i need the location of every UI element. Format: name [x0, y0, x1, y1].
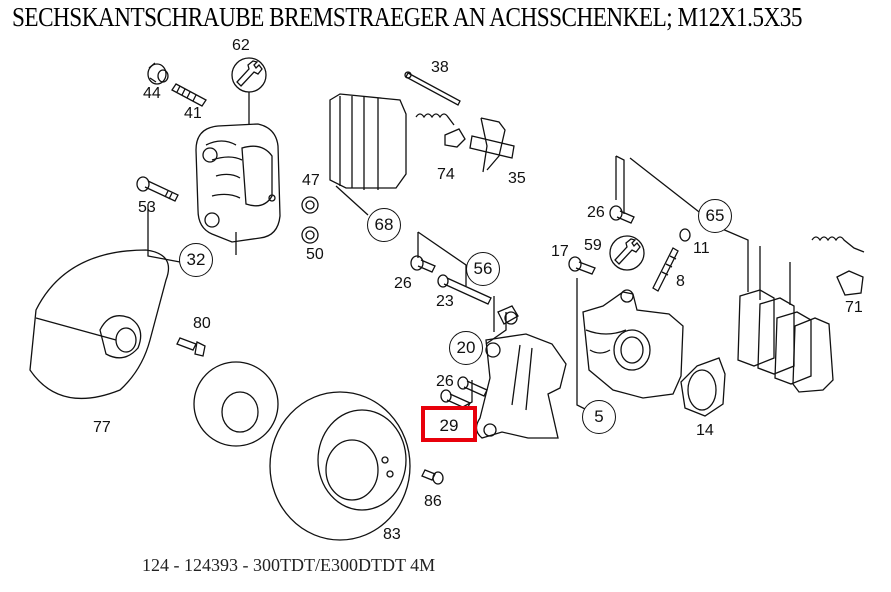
part-label-59: 59	[584, 237, 602, 254]
wrench-icon	[614, 238, 641, 265]
part-47-washer	[301, 196, 319, 214]
highlighted-part-29[interactable]: 29	[421, 406, 477, 442]
part-11-cap	[679, 228, 691, 242]
part-41-bleeder	[171, 83, 207, 107]
part-38-pin	[404, 71, 461, 106]
part-86-screw	[421, 469, 436, 481]
part-hub	[193, 361, 279, 447]
part-label-62: 62	[232, 37, 250, 54]
part-label-23: 23	[436, 293, 454, 310]
part-71-spring	[811, 236, 865, 296]
part-53-bolt	[136, 176, 181, 263]
part-label-83: 83	[383, 526, 401, 543]
part-label-77: 77	[93, 419, 111, 436]
part-label-68: 68	[367, 208, 401, 242]
part-caliper-left	[195, 123, 281, 255]
part-35-spring	[469, 117, 515, 173]
part-label-53: 53	[138, 199, 156, 216]
part-14-shield	[680, 357, 726, 417]
part-title: SECHSKANTSCHRAUBE BREMSTRAEGER AN ACHSSC…	[12, 2, 802, 32]
part-77-dust-shield	[29, 249, 170, 400]
part-17-bolt	[568, 256, 582, 272]
part-label-17: 17	[551, 243, 569, 260]
part-83-brake-disc	[269, 391, 411, 541]
part-label-20: 20	[449, 331, 483, 365]
part-label-86: 86	[424, 493, 442, 510]
part-label-74: 74	[437, 166, 455, 183]
part-label-56: 56	[466, 252, 500, 286]
part-65-pads	[737, 289, 834, 393]
part-label-38: 38	[431, 59, 449, 76]
part-56-guide	[410, 255, 519, 325]
part-label-47: 47	[302, 172, 320, 189]
part-label-44: 44	[143, 85, 161, 102]
part-label-26: 26	[587, 204, 605, 221]
part-label-50: 50	[306, 246, 324, 263]
part-label-8: 8	[676, 273, 685, 290]
part-68-pads	[329, 93, 407, 216]
wrench-icon	[236, 60, 263, 87]
part-label-5: 5	[582, 400, 616, 434]
part-label-32: 32	[179, 243, 213, 277]
part-label-26: 26	[436, 373, 454, 390]
part-80-bolt	[176, 337, 206, 357]
wrench-circle-62	[231, 57, 267, 93]
part-label-80: 80	[193, 315, 211, 332]
part-label-11: 11	[693, 240, 710, 257]
part-50-washer	[301, 226, 319, 244]
part-26-bolt	[609, 205, 623, 221]
part-74-spring	[415, 113, 466, 148]
part-label-71: 71	[845, 299, 863, 316]
part-8-bleeder	[652, 247, 679, 292]
part-label-35: 35	[508, 170, 526, 187]
wrench-circle-59	[609, 235, 645, 271]
part-5-caliper	[582, 289, 684, 399]
part-label-65: 65	[698, 199, 732, 233]
part-20-carrier	[440, 333, 567, 439]
model-info: 124 - 124393 - 300TDT/E300DTDT 4M	[142, 555, 436, 575]
part-label-26: 26	[394, 275, 412, 292]
part-label-41: 41	[184, 105, 202, 122]
part-44-cap	[147, 62, 169, 85]
part-label-14: 14	[696, 422, 714, 439]
